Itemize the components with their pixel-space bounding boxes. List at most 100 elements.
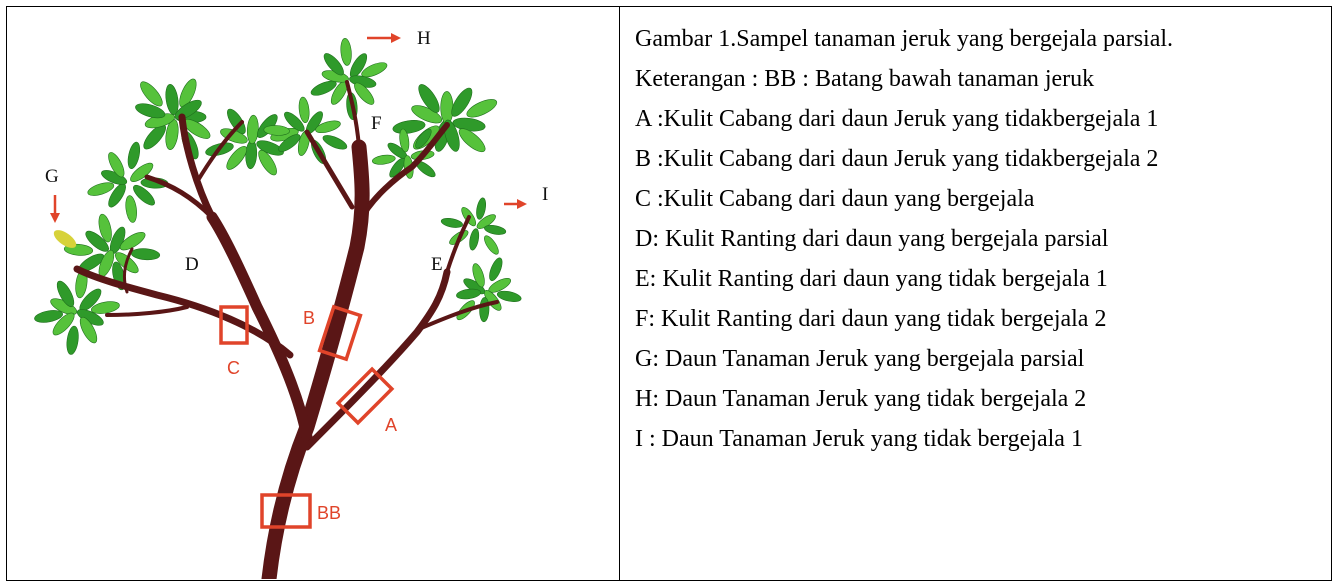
leaf: [469, 228, 480, 251]
leaf: [278, 134, 301, 152]
label-a: A: [385, 415, 397, 435]
label-f: F: [371, 113, 382, 134]
legend-line-g: G: Daun Tanaman Jeruk yang bergejala par…: [635, 346, 1085, 372]
label-h: H: [417, 28, 431, 49]
leaf: [108, 152, 125, 178]
legend-line-d: D: Kulit Ranting dari daun yang bergejal…: [635, 226, 1109, 252]
leaf: [130, 248, 161, 261]
arrow-h-icon: [391, 33, 401, 43]
leaf: [245, 139, 258, 170]
leaf: [85, 230, 109, 252]
leaf: [371, 154, 396, 165]
leaf: [484, 224, 507, 235]
diagram-labels: H F G I D E B C A BB: [45, 28, 548, 523]
leaf: [440, 217, 463, 228]
leaf-cluster-d-upper: [63, 213, 161, 291]
leaf: [79, 316, 98, 344]
label-d: D: [185, 254, 199, 275]
tree-branches: [73, 80, 499, 579]
branch-d-twig-2: [123, 247, 134, 294]
trunk: [261, 139, 370, 579]
legend-line-bb: Keterangan : BB : Batang bawah tanaman j…: [635, 66, 1095, 92]
leaf: [354, 82, 375, 105]
left-upper-branch: [178, 113, 216, 221]
leaf: [451, 87, 473, 117]
arrow-i-icon: [517, 199, 527, 209]
tree-diagram: H F G I D E B C A BB: [34, 28, 548, 579]
legend-line-c: C :Kulit Cabang dari daun yang bergejala: [635, 186, 1035, 212]
legend-line-h: H: Daun Tanaman Jeruk yang tidak bergeja…: [635, 386, 1087, 412]
leaf-cluster-e-lower: [456, 257, 522, 323]
leaf: [476, 197, 487, 220]
leaf: [484, 235, 499, 255]
symptomatic-leaf: [53, 230, 77, 248]
leaf: [466, 99, 498, 118]
leaf: [310, 80, 337, 96]
leaf: [226, 145, 247, 170]
leaf: [392, 120, 426, 134]
leaf: [456, 288, 481, 300]
leaf: [140, 81, 163, 107]
leaf-cluster-e-upper: [440, 197, 507, 255]
marker-b: [317, 304, 363, 362]
label-i: I: [542, 184, 548, 205]
legend-cell: Gambar 1.Sampel tanaman jeruk yang berge…: [635, 19, 1325, 459]
leaf: [496, 290, 522, 302]
leaf: [418, 84, 440, 113]
leaf: [458, 128, 486, 153]
leaf: [440, 91, 454, 125]
leaf: [284, 111, 305, 132]
label-e: E: [431, 254, 443, 275]
arrow-g-icon: [50, 213, 60, 223]
branch-a-side: [417, 300, 499, 331]
label-bb: BB: [317, 503, 341, 523]
label-g: G: [45, 166, 59, 187]
leaf-cluster-d-lower: [34, 269, 120, 355]
marker-c: [219, 305, 249, 345]
leaf: [258, 149, 277, 176]
leaf: [135, 103, 166, 119]
legend-line-a: A :Kulit Cabang dari daun Jeruk yang tid…: [635, 106, 1159, 132]
leaf: [298, 96, 310, 124]
legend-line-e: E: Kulit Ranting dari daun yang tidak be…: [635, 266, 1108, 292]
branch-d: [73, 265, 294, 359]
leaf: [489, 257, 503, 282]
legend-line-b: B :Kulit Cabang dari daun Jeruk yang tid…: [635, 146, 1159, 172]
branch-e-twig: [445, 215, 471, 274]
leaf: [125, 195, 137, 223]
label-c: C: [227, 358, 240, 378]
branch-a-e: [303, 268, 451, 451]
leaf: [246, 114, 259, 145]
leaf: [34, 310, 64, 323]
leaf: [87, 182, 115, 196]
figure-caption: Gambar 1.Sampel tanaman jeruk yang berge…: [635, 26, 1174, 52]
leaf: [165, 84, 179, 115]
leaf-cluster-top-center: [310, 38, 388, 120]
leaf: [119, 232, 146, 251]
leaf: [323, 53, 344, 76]
leaf: [133, 184, 155, 206]
leaf: [399, 128, 410, 153]
leaf: [361, 62, 388, 78]
figure-table: H F G I D E B C A BB Gambar 1.Sampel tan…: [6, 6, 1332, 581]
leaf: [227, 108, 246, 135]
leaf: [66, 325, 79, 355]
sample-markers: [219, 304, 395, 529]
branch-f: [356, 122, 450, 225]
legend-line-f: F: Kulit Ranting dari daun yang tidak be…: [635, 306, 1107, 332]
legend-line-i: I : Daun Tanaman Jeruk yang tidak bergej…: [635, 426, 1083, 452]
label-b: B: [303, 308, 315, 328]
marker-a: [335, 366, 395, 426]
left-main-branch: [206, 211, 313, 443]
leaf: [322, 135, 348, 150]
branch-top-left: [304, 129, 355, 210]
leaf: [52, 312, 75, 336]
leaf: [127, 141, 141, 170]
leaf: [256, 140, 284, 156]
leaf-clusters: [34, 38, 522, 355]
marker-bb: [260, 493, 312, 529]
leaf: [263, 125, 290, 136]
leaf: [56, 280, 75, 308]
leaf: [90, 301, 120, 314]
cell-divider: [619, 7, 620, 580]
